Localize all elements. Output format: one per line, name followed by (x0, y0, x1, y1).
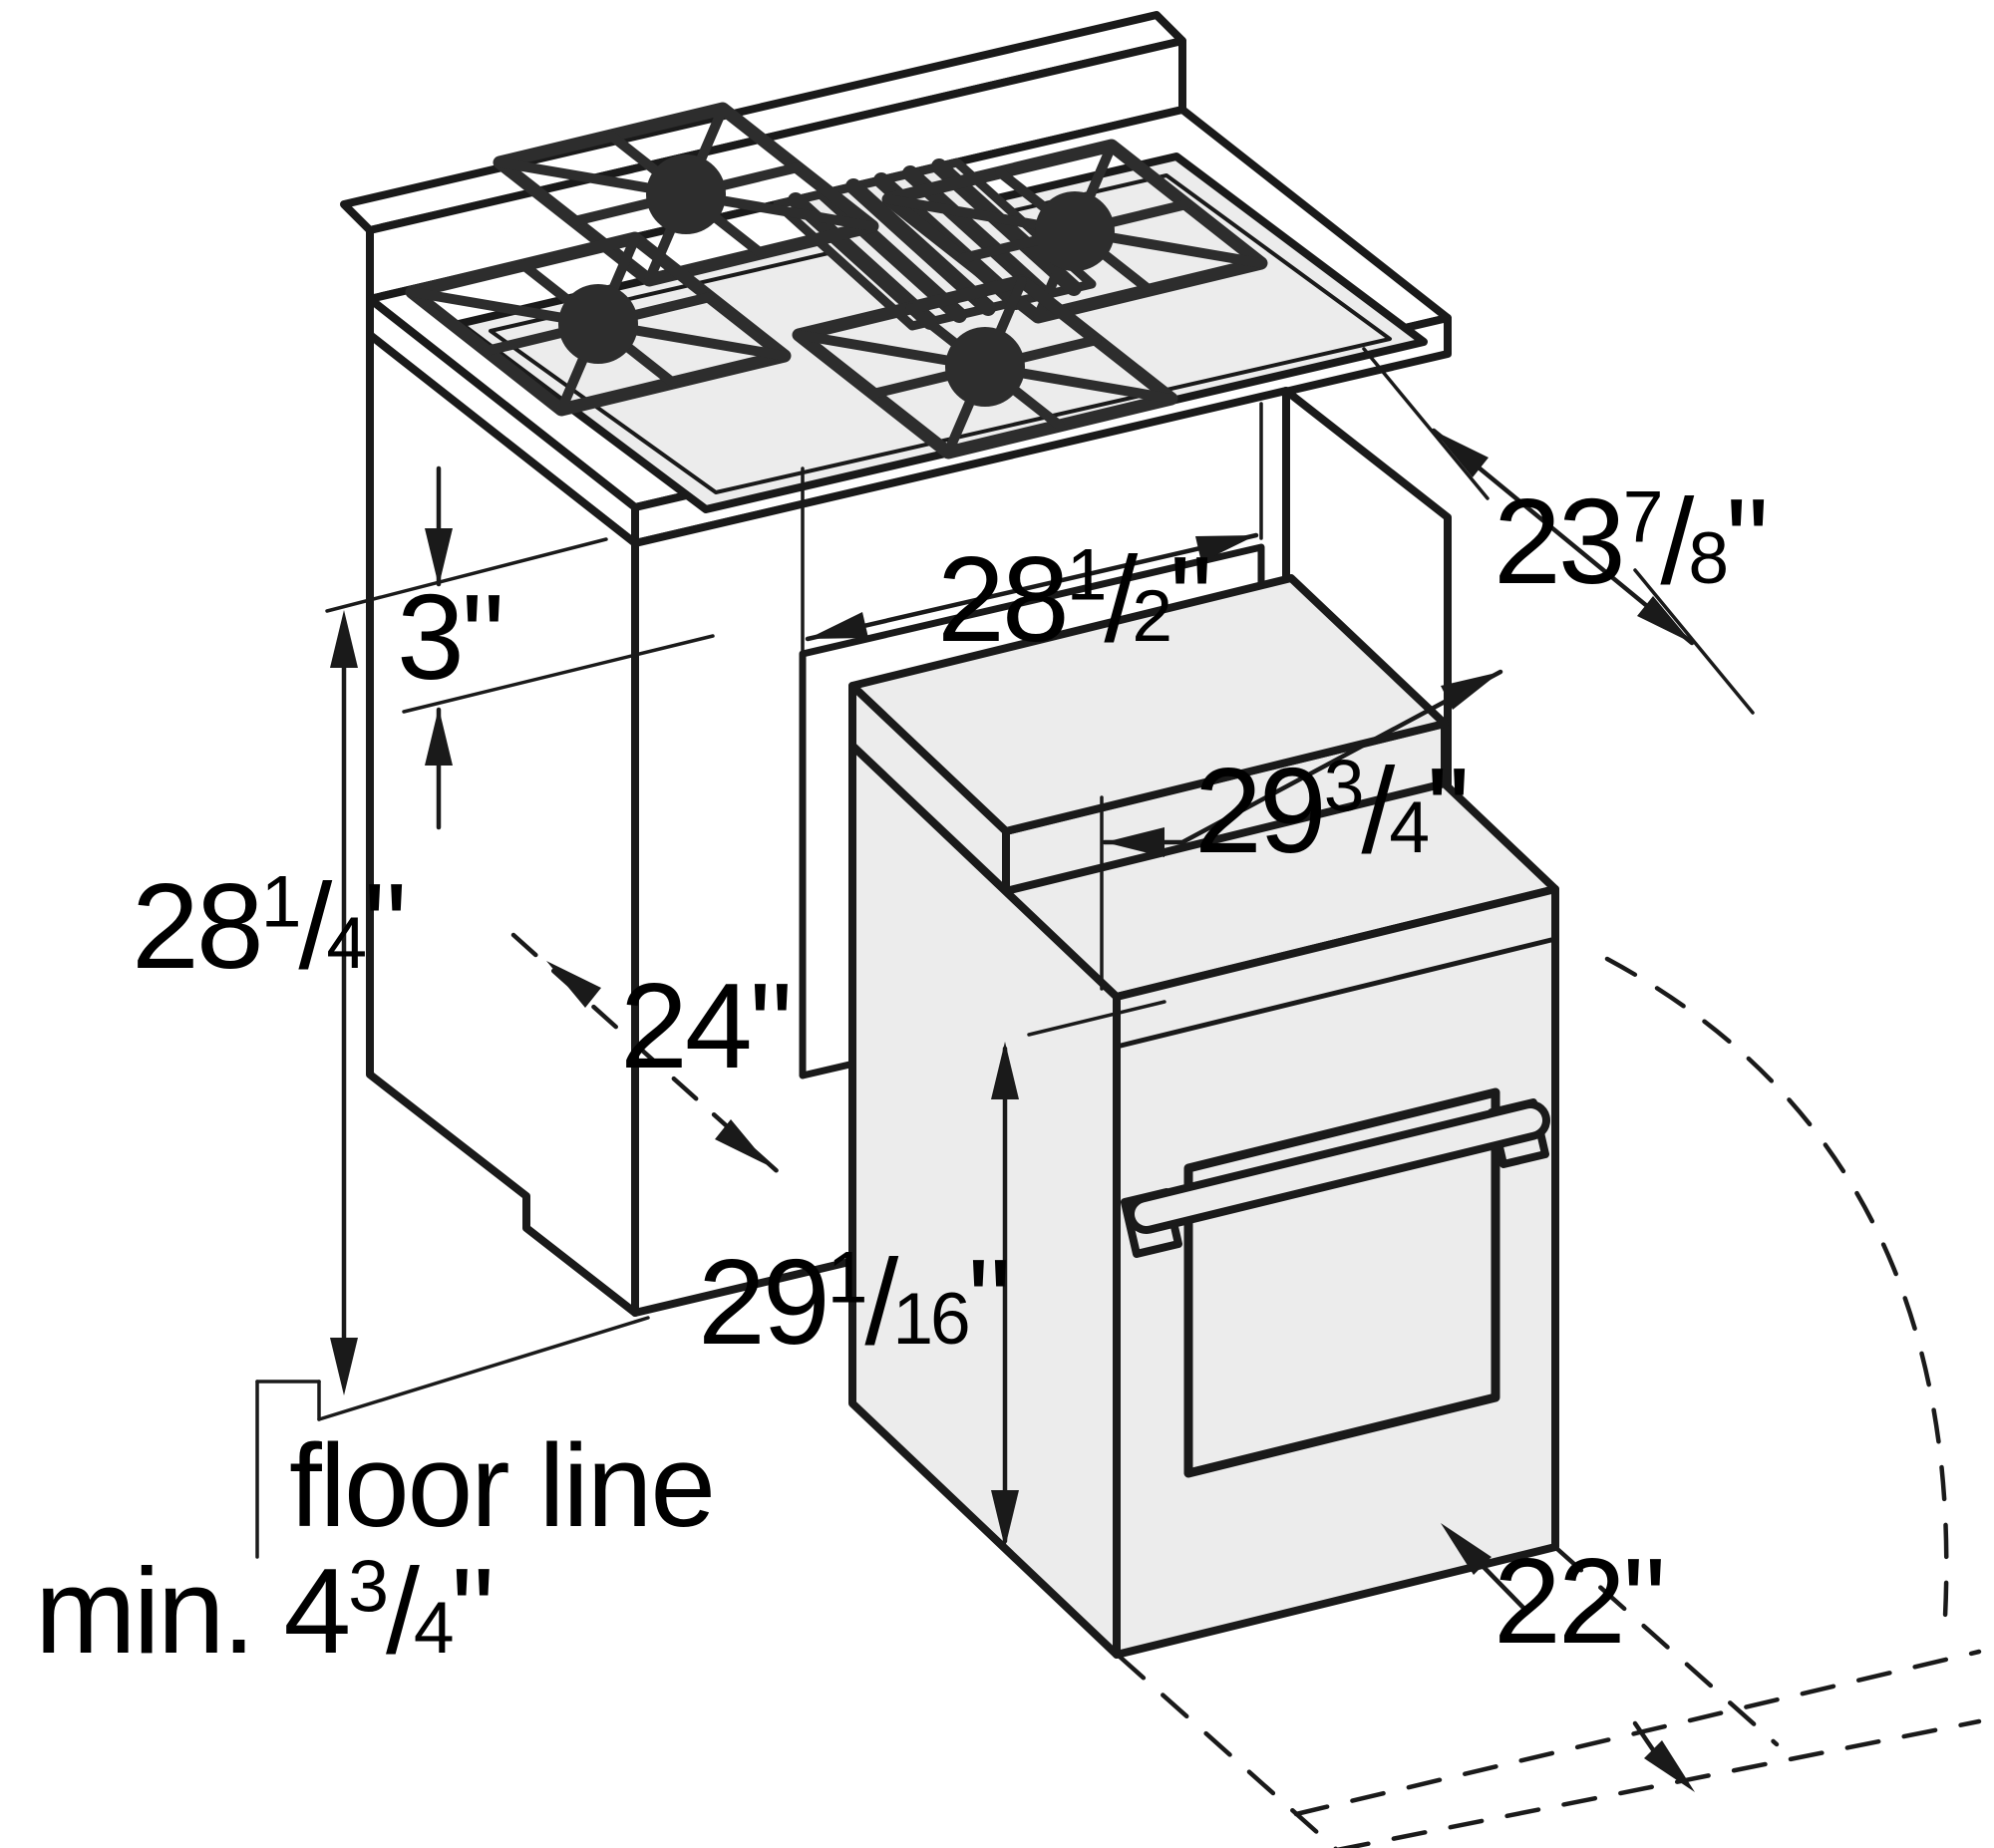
oven-handle (1121, 1098, 1550, 1258)
dimension-arrowheads (330, 431, 1695, 1792)
dim-door-open-depth-label: 22" (1494, 1533, 1666, 1669)
dim-cabinet-front-height-label: 281/4" (132, 858, 407, 994)
floor-line-label: floor line (289, 1420, 716, 1552)
oven (848, 574, 1559, 1659)
dim-oven-height-label: 291/16" (698, 1234, 1011, 1370)
cooktop (405, 102, 1428, 513)
door-swing-dashed (1117, 956, 1982, 1848)
dim-cutout-depth-label: 24" (620, 958, 793, 1093)
dim-oven-top-width-label: 293/4" (1194, 743, 1470, 878)
dim-min-clearance-label: min. 43/4" (35, 1543, 495, 1679)
burner-grates (405, 102, 1268, 460)
floor-line-marker (255, 1316, 650, 1559)
dim-cutout-width-label: 281/2" (937, 531, 1212, 667)
dim-countertop-depth-label: 237/8" (1494, 473, 1769, 609)
dim-gap-backsplash-label: 3" (397, 569, 504, 705)
